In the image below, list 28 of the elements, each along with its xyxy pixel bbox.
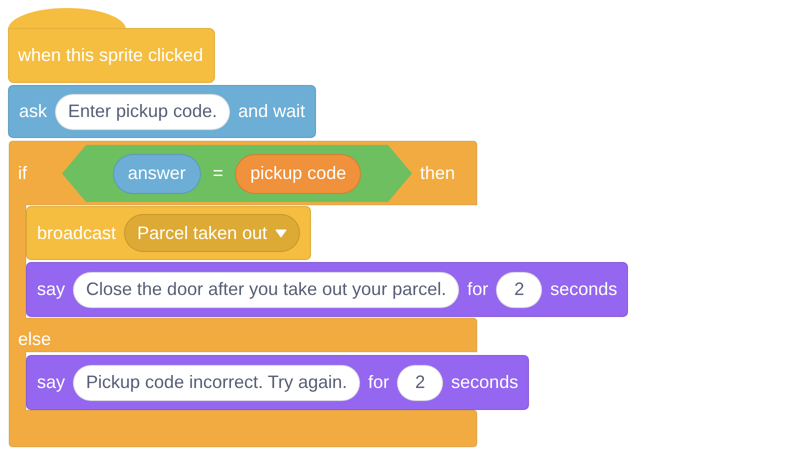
block-label: for [467,279,488,300]
input-pill: 2 [397,364,444,400]
reporter-block: pickup code [235,154,362,194]
input-pill: 2 [496,272,542,308]
block-label: = [212,163,224,184]
block-label: else [18,329,52,350]
block-label: and wait [238,101,306,122]
dropdown-menu [124,214,300,252]
block-label: ask [19,101,48,122]
command-block [26,355,530,410]
reporter-block: answer [112,154,201,194]
block-label: say [37,372,66,393]
command-block [8,85,316,138]
input-pill: Enter pickup code. [55,94,230,130]
block-label: when this sprite clicked [18,45,204,66]
hat-block [8,8,216,83]
block-label: for [368,372,390,393]
block-label: if [18,163,27,184]
command-block [26,206,312,260]
block-label: broadcast [37,222,116,244]
block-label: seconds [451,372,518,393]
block-label: seconds [550,279,618,300]
input-pill: Close the door after you take out your parcel. [73,272,460,308]
input-pill: Pickup code incorrect. Try again. [73,364,360,400]
command-block [26,262,628,317]
block-label: then [420,163,456,184]
dropdown-label: Parcel taken out [137,222,268,244]
block-label: say [37,279,66,300]
